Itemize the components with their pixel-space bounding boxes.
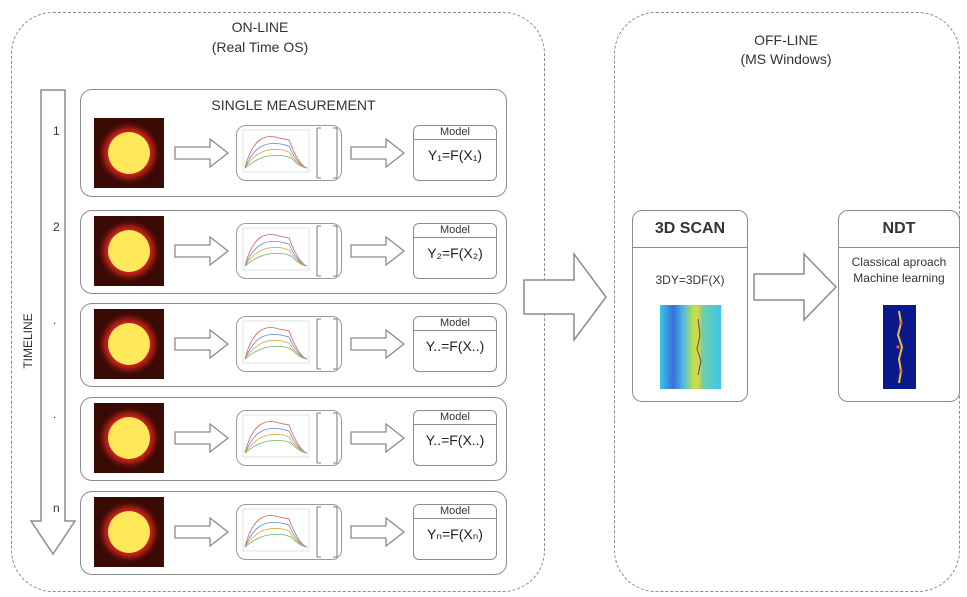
flow-arrow — [350, 138, 406, 168]
flow-arrow — [350, 423, 406, 453]
ndt-title: NDT — [882, 220, 916, 237]
model-equation: Y₁=F(X₁) — [427, 147, 483, 163]
feature-plot — [236, 504, 342, 560]
timeline-arrow — [29, 89, 77, 556]
timeline-marker: 2 — [53, 220, 60, 234]
feature-plot — [236, 125, 342, 181]
timeline-label: TIMELINE — [21, 313, 35, 369]
thermal-image — [94, 216, 164, 286]
timeline-marker: 1 — [53, 124, 60, 138]
thermal-image — [94, 497, 164, 567]
scan-formula: 3DY=3DF(X) — [655, 273, 725, 287]
feature-plot — [236, 410, 342, 466]
ndt-line1: Classical aproach — [851, 255, 947, 269]
offline-subtitle: (MS Windows) — [740, 51, 832, 67]
scan-heatmap — [660, 305, 721, 389]
feature-plot — [236, 316, 342, 372]
flow-arrow — [174, 138, 230, 168]
flow-arrow — [350, 329, 406, 359]
model-equation: Yₙ=F(Xₙ) — [427, 526, 483, 542]
single-measurement-header: SINGLE MEASUREMENT — [211, 97, 376, 113]
timeline-marker: . — [53, 407, 57, 421]
flow-arrow — [350, 517, 406, 547]
flow-arrow — [174, 329, 230, 359]
model-equation: Y..=F(X..) — [425, 338, 485, 354]
scan-card: 3D SCAN 3DY=3DF(X) — [632, 210, 748, 402]
flow-arrow — [350, 236, 406, 266]
flow-arrow — [174, 423, 230, 453]
arrow-to-ndt — [753, 252, 838, 322]
model-title: Model — [414, 126, 496, 140]
flow-arrow — [174, 517, 230, 547]
ndt-line2: Machine learning — [853, 271, 945, 285]
timeline-marker: n — [53, 501, 60, 515]
flow-arrow — [174, 236, 230, 266]
online-subtitle: (Real Time OS) — [211, 39, 309, 55]
online-title: ON-LINE — [231, 19, 289, 35]
offline-title: OFF-LINE — [754, 32, 818, 48]
model-title: Model — [414, 317, 496, 331]
model-title: Model — [414, 224, 496, 238]
thermal-image — [94, 118, 164, 188]
model-title: Model — [414, 505, 496, 519]
ndt-card: NDT Classical aproach Machine learning — [838, 210, 960, 402]
thermal-image — [94, 309, 164, 379]
scan-title: 3D SCAN — [654, 220, 726, 237]
ndt-image — [883, 305, 916, 389]
model-equation: Y..=F(X..) — [425, 432, 485, 448]
timeline-marker: . — [53, 313, 57, 327]
model-equation: Y₂=F(X₂) — [427, 245, 483, 261]
feature-plot — [236, 223, 342, 279]
model-title: Model — [414, 411, 496, 425]
big-arrow-to-offline — [523, 252, 607, 342]
thermal-image — [94, 403, 164, 473]
